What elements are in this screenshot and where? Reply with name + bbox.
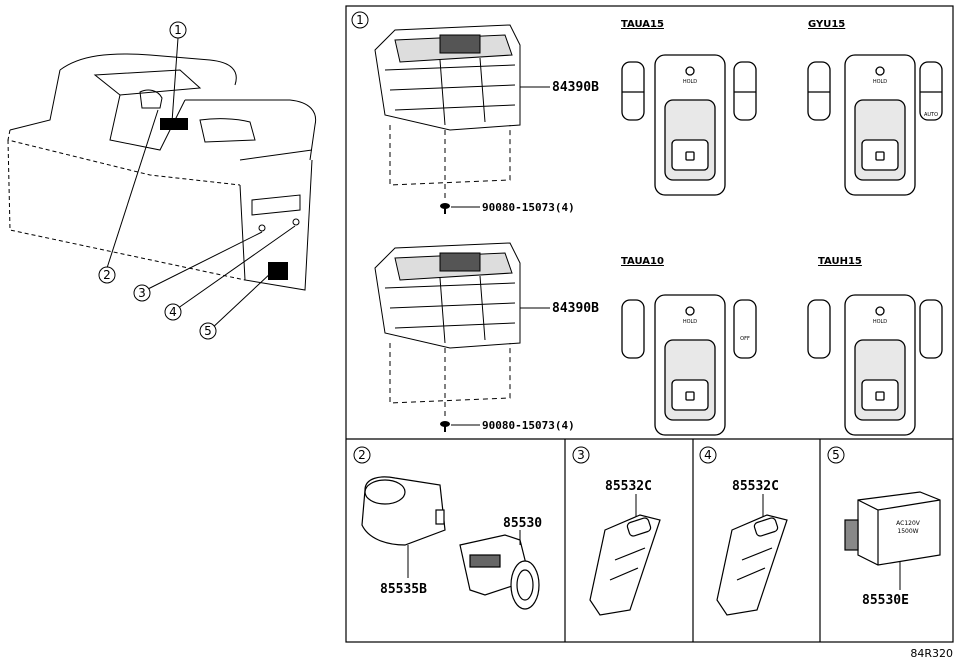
svg-text:2: 2 bbox=[358, 448, 366, 462]
variant-label-gyu15: GYU15 bbox=[808, 19, 845, 30]
svg-text:4: 4 bbox=[704, 448, 712, 462]
usb-port-b bbox=[716, 514, 788, 616]
svg-text:3: 3 bbox=[577, 448, 585, 462]
part-85532C-b: 85532C bbox=[732, 479, 779, 494]
svg-text:4: 4 bbox=[169, 305, 177, 319]
variant-label-taua15: TAUA15 bbox=[621, 19, 664, 30]
switch-location-marker bbox=[160, 118, 188, 130]
variant-label-taua10: TAUA10 bbox=[621, 256, 664, 267]
part-84390B-lower: 84390B bbox=[552, 301, 599, 316]
callout-3: 3 bbox=[133, 284, 151, 302]
outlet-rating-line1: AC120V bbox=[896, 520, 921, 527]
part-85532C-a: 85532C bbox=[605, 479, 652, 494]
hold-label-taua15: HOLD bbox=[683, 79, 697, 85]
outlet-rating-line2: 1500W bbox=[897, 528, 918, 535]
section-3-callout: 3 bbox=[572, 446, 590, 464]
auto-label-gyu15: AUTO bbox=[924, 112, 938, 118]
section-1-callout: 1 bbox=[351, 11, 369, 29]
callout-1: 1 bbox=[169, 21, 187, 39]
variant-label-tauh15: TAUH15 bbox=[818, 256, 862, 267]
part-90080-upper: 90080-15073(4) bbox=[482, 201, 575, 214]
svg-text:1: 1 bbox=[174, 23, 182, 37]
screw-lower bbox=[440, 421, 450, 432]
part-85530E: 85530E bbox=[862, 593, 909, 608]
off-label-taua10: OFF bbox=[740, 336, 750, 342]
screw-upper bbox=[440, 203, 450, 214]
callout-5: 5 bbox=[199, 322, 217, 340]
console-overview bbox=[7, 53, 317, 291]
switch-panel-taua10: HOLD OFF bbox=[621, 294, 757, 436]
part-85535B: 85535B bbox=[380, 582, 427, 597]
usb-port-a bbox=[589, 514, 661, 616]
svg-text:5: 5 bbox=[832, 448, 840, 462]
hold-label-tauh15: HOLD bbox=[873, 319, 887, 325]
ac-outlet: AC120V 1500W bbox=[844, 491, 941, 566]
hold-label-gyu15: HOLD bbox=[873, 79, 887, 85]
hold-label-taua10: HOLD bbox=[683, 319, 697, 325]
part-85530: 85530 bbox=[503, 516, 542, 531]
callout-2: 2 bbox=[98, 266, 116, 284]
switch-assembly-upper bbox=[374, 24, 521, 200]
diagram-code: 84R320 bbox=[910, 647, 953, 660]
svg-text:1: 1 bbox=[356, 13, 364, 27]
svg-text:5: 5 bbox=[204, 324, 212, 338]
section-4-callout: 4 bbox=[699, 446, 717, 464]
svg-text:2: 2 bbox=[103, 268, 111, 282]
callout-4: 4 bbox=[164, 303, 182, 321]
switch-panel-taua15: HOLD bbox=[621, 54, 757, 196]
leader-lines bbox=[106, 37, 296, 331]
power-socket bbox=[459, 534, 540, 610]
switch-panel-gyu15: HOLD AUTO bbox=[807, 54, 943, 196]
detail-frame bbox=[345, 5, 954, 643]
section-2-callout: 2 bbox=[353, 446, 371, 464]
power-outlet-cap bbox=[361, 476, 446, 546]
outlet-location-marker bbox=[268, 262, 288, 280]
part-84390B-upper: 84390B bbox=[552, 80, 599, 95]
section-5-callout: 5 bbox=[827, 446, 845, 464]
svg-text:3: 3 bbox=[138, 286, 146, 300]
part-90080-lower: 90080-15073(4) bbox=[482, 419, 575, 432]
switch-panel-tauh15: HOLD bbox=[807, 294, 943, 436]
switch-assembly-lower bbox=[374, 242, 521, 418]
